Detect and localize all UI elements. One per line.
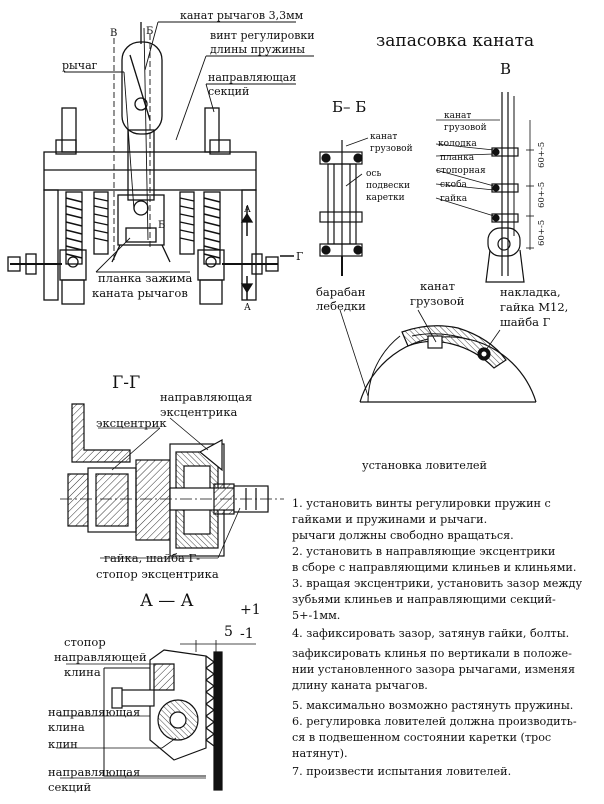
label-kanat-rychagov: канат рычагов 3,3мм bbox=[180, 9, 304, 22]
view-v-title: В bbox=[500, 60, 511, 78]
drum-label-nakl-2: гайка М12, bbox=[500, 300, 568, 314]
aa-leaders bbox=[56, 663, 206, 779]
aa-tol-minus: -1 bbox=[240, 626, 254, 642]
drum-label-nakl-1: накладка, bbox=[500, 285, 561, 299]
instruction-step: 6. регулировка ловителей должна производ… bbox=[292, 715, 577, 728]
instruction-step: 2. установить в направляющие эксцентрики bbox=[292, 545, 556, 558]
label-vint-1: винт регулировки bbox=[210, 29, 315, 42]
instruction-step: в сборе с направляющими клиньев и клинья… bbox=[292, 561, 577, 574]
aa-label-stopor-1: стопор bbox=[64, 635, 106, 649]
drum-detail bbox=[359, 325, 537, 403]
cut-mark-b-lower: Б bbox=[158, 220, 165, 231]
bb-label-kanat-2: грузовой bbox=[370, 144, 413, 154]
v-label-stopornaya: стопорная bbox=[436, 166, 486, 176]
aa-label-napr-s-2: секций bbox=[48, 780, 91, 794]
label-planka-2: каната рычагов bbox=[92, 286, 188, 300]
bb-label-os-1: ось bbox=[366, 169, 381, 179]
v-label-planka: планка bbox=[440, 153, 475, 163]
instruction-step: нии установленного зазора рычагами, изме… bbox=[292, 663, 576, 676]
v-dim-3: 60+-5 bbox=[537, 220, 547, 246]
view-v-drawing bbox=[485, 92, 534, 283]
cut-mark-a-lower: А bbox=[244, 303, 251, 313]
drum-label-kgr-2: грузовой bbox=[410, 294, 465, 308]
gg-leaders bbox=[98, 417, 241, 559]
instruction-step: рычаги должны свободно вращаться. bbox=[292, 529, 514, 542]
gg-label-ekscentrik: эксцентрик bbox=[96, 416, 167, 430]
view-bb-title: Б– Б bbox=[332, 98, 366, 116]
label-vint-2: длины пружины bbox=[210, 43, 305, 56]
view-gg-title: Г-Г bbox=[112, 373, 140, 393]
view-v-leaders bbox=[435, 119, 500, 217]
section-gg bbox=[60, 403, 284, 557]
instruction-step: 4. зафиксировать зазор, затянув гайки, б… bbox=[292, 627, 570, 640]
main-assembly-view bbox=[7, 22, 294, 305]
bb-label-kanat-1: канат bbox=[370, 132, 397, 142]
instruction-step: 3. вращая эксцентрики, установить зазор … bbox=[292, 577, 583, 590]
instruction-step: 5. максимально возможно растянуть пружин… bbox=[292, 699, 574, 712]
gg-label-napr-1: направляющая bbox=[160, 390, 252, 404]
title-zapasovka: запасовка каната bbox=[376, 31, 534, 51]
aa-label-napr-2: клина bbox=[48, 720, 85, 734]
drum-label-nakl-3: шайба Г bbox=[500, 315, 551, 329]
bb-label-os-2: подвески bbox=[366, 181, 410, 191]
v-dim-2: 60+-5 bbox=[537, 182, 547, 208]
v-label-kanat-2: грузовой bbox=[444, 123, 487, 133]
aa-label-stopor-3: клина bbox=[64, 665, 101, 679]
instruction-step: 1. установить винты регулировки пружин с bbox=[292, 497, 551, 510]
aa-dim-five: 5 bbox=[224, 624, 233, 640]
v-label-skoba: скоба bbox=[440, 179, 468, 190]
view-aa-title: А — А bbox=[140, 591, 194, 611]
section-aa bbox=[103, 640, 256, 791]
label-napr-sek-1: направляющая bbox=[208, 71, 296, 84]
instruction-step: 5+-1мм. bbox=[292, 609, 341, 622]
v-dim-1: 60+-5 bbox=[537, 142, 547, 168]
label-napr-sek-2: секций bbox=[208, 85, 249, 98]
drum-label-baraban-2: лебедки bbox=[316, 299, 366, 313]
label-planka-1: планка зажима bbox=[98, 271, 193, 285]
drum-label-kgr-1: канат bbox=[420, 279, 455, 293]
aa-label-stopor-2: направляющей bbox=[54, 650, 147, 664]
instructions-title: установка ловителей bbox=[362, 459, 488, 472]
aa-label-napr-s-1: направляющая bbox=[48, 765, 140, 779]
gg-label-napr-2: эксцентрика bbox=[160, 405, 238, 419]
gg-label-gaika-1: гайка, шайба Г- bbox=[104, 551, 200, 565]
v-label-kanat-1: канат bbox=[444, 111, 471, 121]
instruction-step: гайками и пружинами и рычаги. bbox=[292, 513, 488, 526]
instruction-step: зафиксировать клинья по вертикали в поло… bbox=[292, 647, 572, 660]
instruction-step: 7. произвести испытания ловителей. bbox=[292, 765, 512, 778]
instruction-step: натянут). bbox=[292, 747, 348, 760]
instruction-step: ся в подвешенном состоянии каретки (трос bbox=[292, 731, 552, 744]
section-bb bbox=[319, 140, 363, 276]
aa-tol-plus: +1 bbox=[240, 602, 261, 618]
cut-mark-v: В bbox=[110, 28, 117, 39]
cut-mark-g: Г bbox=[296, 250, 303, 263]
cut-mark-b: Б bbox=[146, 26, 153, 37]
gg-label-gaika-2: стопор эксцентрика bbox=[96, 567, 219, 581]
drum-leaders bbox=[339, 309, 501, 397]
instruction-step: длину каната рычагов. bbox=[292, 679, 428, 692]
bb-leaders bbox=[345, 137, 369, 187]
aa-label-klin: клин bbox=[48, 737, 78, 751]
bb-label-os-3: каретки bbox=[366, 193, 405, 203]
instruction-step: зубьями клиньев и направляющими секций- bbox=[292, 593, 556, 606]
main-leaders bbox=[64, 21, 314, 273]
v-label-gaika: гайка bbox=[440, 194, 468, 204]
drum-label-baraban-1: барабан bbox=[316, 285, 366, 299]
label-rychag: рычаг bbox=[62, 59, 98, 72]
cut-mark-a-upper: А bbox=[244, 205, 251, 215]
v-label-kolodka: колодка bbox=[438, 139, 477, 149]
aa-label-napr-1: направляющая bbox=[48, 705, 140, 719]
